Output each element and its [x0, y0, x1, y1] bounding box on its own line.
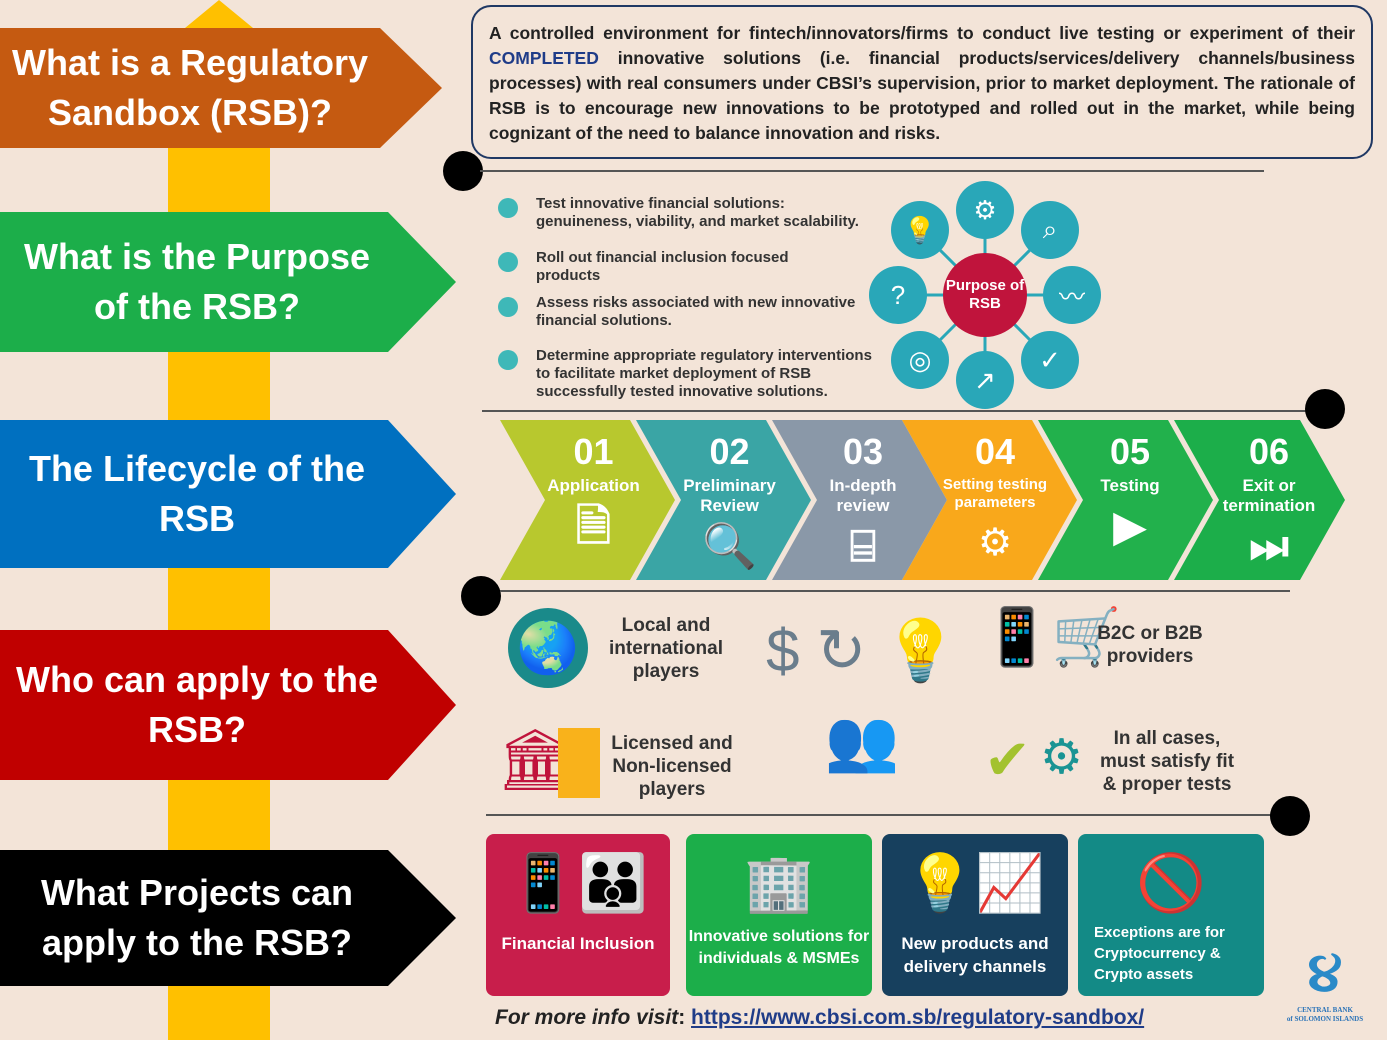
target-icon: ◎: [891, 331, 949, 389]
soundwave-icon: 〰: [1043, 266, 1101, 324]
banner-shape-4: [0, 630, 456, 780]
gears-icon: ⚙: [956, 181, 1014, 239]
who-licensed-label: Licensed and Non-licensed players: [611, 733, 733, 800]
who-local-label: Local and international players: [608, 615, 723, 682]
divider-line: [482, 410, 1322, 412]
cbsi-emblem-icon: ૪: [1307, 942, 1343, 1004]
document-icon: 🗎: [575, 502, 612, 551]
question-icon: ?: [869, 266, 927, 324]
who-providers-label: B2C or B2B providers: [1097, 623, 1203, 667]
project-card-exceptions: 🚫 Exceptions are for Cryptocurrency & Cr…: [1078, 834, 1264, 996]
banner-what-is-rsb: What is a Regulatory Sandbox (RSB)?: [11, 42, 369, 133]
banner-shape-1: [0, 28, 442, 148]
separator-dot: [1305, 389, 1345, 429]
mobile-family-icon: 📱👪: [508, 851, 648, 914]
purpose-bullet: Test innovative financial solutions: gen…: [498, 195, 878, 231]
check-icon: ✓: [1021, 331, 1079, 389]
banner-shape-2: [0, 212, 456, 352]
banner-who-can-apply: Who can apply to the RSB?: [15, 659, 378, 750]
people-cycle-icon: $ ↻ 💡👥: [766, 617, 958, 774]
bullet-dot-icon: [498, 350, 518, 370]
banner-projects: What Projects can apply to the RSB?: [40, 872, 354, 963]
gears-icon: ⚙: [1040, 731, 1084, 784]
globe-icon: 🌏: [508, 608, 588, 688]
bullet-dot-icon: [498, 297, 518, 317]
definition-text-start: A controlled environment for fintech/inn…: [489, 23, 1355, 43]
logo-line-1: CENTRAL BANK: [1297, 1006, 1353, 1014]
bullet-dot-icon: [498, 252, 518, 272]
prohibited-icon: 🚫: [1136, 851, 1206, 914]
office-building-icon: [558, 728, 600, 798]
project-card-innovative-solutions: 🏢 Innovative solutions for individuals &…: [686, 834, 872, 996]
lightbulb-icon: 💡: [891, 201, 949, 259]
lifecycle-chevrons: [500, 420, 1345, 580]
purpose-hub: Purpose of RSB: [943, 253, 1027, 337]
cbsi-logo: ૪ CENTRAL BANK of SOLOMON ISLANDS: [1276, 940, 1374, 1024]
who-tests-label: In all cases, must satisfy fit & proper …: [1099, 728, 1235, 795]
banner-lifecycle: The Lifecycle of the RSB: [28, 448, 366, 539]
purpose-bullet: Assess risks associated with new innovat…: [498, 294, 878, 330]
footer-colon: :: [678, 1006, 692, 1029]
gears-icon: ⚙: [977, 522, 1013, 564]
bullet-dot-icon: [498, 198, 518, 218]
mobile-cart-icon: 📱🛒: [982, 605, 1122, 668]
magnifier-document-icon: 🔍: [702, 522, 757, 571]
divider-line: [486, 814, 1276, 816]
check-icon: ✔: [984, 728, 1031, 791]
footer-prefix: For more info visit: [495, 1006, 679, 1029]
banner-purpose: What is the Purpose of the RSB?: [23, 236, 371, 327]
project-card-financial-inclusion: 📱👪 Financial Inclusion: [486, 834, 670, 996]
definition-box: A controlled environment for fintech/inn…: [471, 5, 1373, 159]
banner-shape-3: [0, 420, 456, 568]
building-icon: 🏢: [744, 851, 814, 914]
purpose-bullet: Roll out financial inclusion focused pro…: [498, 249, 838, 285]
logo-line-2: of SOLOMON ISLANDS: [1286, 1015, 1364, 1023]
definition-text-end: innovative solutions (i.e. financial pro…: [489, 48, 1355, 143]
separator-dot: [443, 151, 483, 191]
scan-icon: ⌸: [849, 522, 877, 571]
purpose-bullet: Determine appropriate regulatory interve…: [498, 347, 888, 401]
footer: For more info visit: https://www.cbsi.co…: [495, 1006, 1144, 1030]
fast-forward-icon: ⏭: [1249, 522, 1289, 571]
definition-highlight: COMPLETED: [489, 48, 599, 68]
divider-line: [480, 170, 1264, 172]
separator-dot: [1270, 796, 1310, 836]
project-card-new-products: 💡📈 New products and delivery channels: [882, 834, 1068, 996]
divider-line: [500, 590, 1290, 592]
chart-icon: ↗: [956, 351, 1014, 409]
separator-dot: [461, 576, 501, 616]
banner-shape-5: [0, 850, 456, 986]
growth-chart-icon: 💡📈: [905, 851, 1045, 914]
more-info-link[interactable]: https://www.cbsi.com.sb/regulatory-sandb…: [691, 1006, 1145, 1029]
play-icon: ▶: [1113, 502, 1147, 551]
search-icon: ⌕: [1021, 201, 1079, 259]
